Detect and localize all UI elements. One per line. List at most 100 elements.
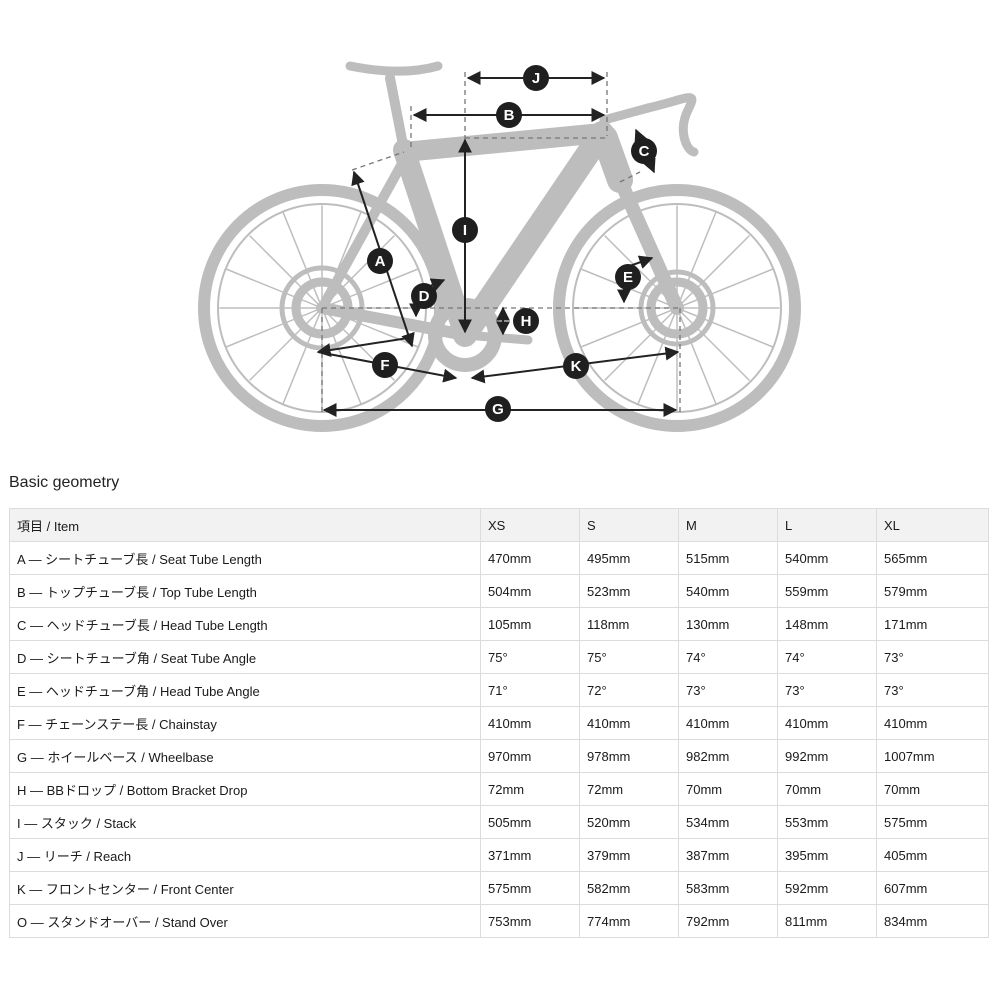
cell-s: 774mm <box>579 904 679 938</box>
bike-geometry-diagram: J B C I A E D H F K G <box>0 0 1000 450</box>
header-item: 項目 / Item <box>9 508 481 542</box>
label-h: H <box>513 308 539 334</box>
cell-l: 540mm <box>777 541 877 575</box>
header-xl: XL <box>876 508 989 542</box>
table-row: E — ヘッドチューブ角 / Head Tube Angle 71° 72° 7… <box>9 673 989 707</box>
table-row: C — ヘッドチューブ長 / Head Tube Length 105mm 11… <box>9 607 989 641</box>
measurement-labels: J B C I A E D H F K G <box>367 65 657 422</box>
cell-s: 72° <box>579 673 679 707</box>
row-label: D — シートチューブ角 / Seat Tube Angle <box>9 640 481 674</box>
label-h-text: H <box>521 313 532 330</box>
table-row: H — BBドロップ / Bottom Bracket Drop 72mm 72… <box>9 772 989 806</box>
label-i-text: I <box>463 222 467 239</box>
handlebar <box>599 93 699 157</box>
section-title: Basic geometry <box>9 474 120 491</box>
label-g-text: G <box>492 401 504 418</box>
label-b-text: B <box>504 107 515 124</box>
cell-m: 982mm <box>678 739 778 773</box>
row-label: K — フロントセンター / Front Center <box>9 871 481 905</box>
cell-s: 978mm <box>579 739 679 773</box>
cell-l: 811mm <box>777 904 877 938</box>
cell-xs: 105mm <box>480 607 580 641</box>
cell-s: 379mm <box>579 838 679 872</box>
row-label: I — スタック / Stack <box>9 805 481 839</box>
row-label: C — ヘッドチューブ長 / Head Tube Length <box>9 607 481 641</box>
cell-m: 534mm <box>678 805 778 839</box>
saddle <box>345 61 443 76</box>
label-b: B <box>496 102 522 128</box>
cell-s: 495mm <box>579 541 679 575</box>
cell-m: 583mm <box>678 871 778 905</box>
cell-xs: 470mm <box>480 541 580 575</box>
label-j: J <box>523 65 549 91</box>
geometry-table: 項目 / Item XS S M L XL A — シートチューブ長 / Sea… <box>9 508 989 938</box>
cell-s: 582mm <box>579 871 679 905</box>
table-row: F — チェーンステー長 / Chainstay 410mm 410mm 410… <box>9 706 989 740</box>
cell-xl: 73° <box>876 673 989 707</box>
label-k: K <box>563 353 589 379</box>
label-a: A <box>367 248 393 274</box>
table-row: O — スタンドオーバー / Stand Over 753mm 774mm 79… <box>9 904 989 938</box>
label-d: D <box>411 283 437 309</box>
cell-m: 792mm <box>678 904 778 938</box>
cell-l: 395mm <box>777 838 877 872</box>
cell-xs: 71° <box>480 673 580 707</box>
cell-s: 75° <box>579 640 679 674</box>
header-m: M <box>678 508 778 542</box>
table-row: J — リーチ / Reach 371mm 379mm 387mm 395mm … <box>9 838 989 872</box>
cell-s: 520mm <box>579 805 679 839</box>
cell-xl: 565mm <box>876 541 989 575</box>
cell-m: 540mm <box>678 574 778 608</box>
cell-m: 74° <box>678 640 778 674</box>
cell-xl: 579mm <box>876 574 989 608</box>
label-f: F <box>372 352 398 378</box>
cell-xl: 73° <box>876 640 989 674</box>
cell-l: 73° <box>777 673 877 707</box>
cell-xl: 607mm <box>876 871 989 905</box>
reference-lines <box>321 72 681 412</box>
cell-xl: 410mm <box>876 706 989 740</box>
label-f-text: F <box>380 357 389 374</box>
cell-xs: 575mm <box>480 871 580 905</box>
cell-xl: 70mm <box>876 772 989 806</box>
table-row: D — シートチューブ角 / Seat Tube Angle 75° 75° 7… <box>9 640 989 674</box>
label-e-text: E <box>623 269 633 286</box>
cell-xl: 575mm <box>876 805 989 839</box>
cell-s: 118mm <box>579 607 679 641</box>
header-xs: XS <box>480 508 580 542</box>
row-label: F — チェーンステー長 / Chainstay <box>9 706 481 740</box>
cell-l: 553mm <box>777 805 877 839</box>
cell-xs: 410mm <box>480 706 580 740</box>
cell-l: 559mm <box>777 574 877 608</box>
cell-xs: 753mm <box>480 904 580 938</box>
cell-xl: 834mm <box>876 904 989 938</box>
row-label: B — トップチューブ長 / Top Tube Length <box>9 574 481 608</box>
cell-xs: 72mm <box>480 772 580 806</box>
table-header-row: 項目 / Item XS S M L XL <box>9 508 989 542</box>
cell-m: 410mm <box>678 706 778 740</box>
table-row: I — スタック / Stack 505mm 520mm 534mm 553mm… <box>9 805 989 839</box>
label-c-text: C <box>639 143 650 160</box>
row-label: E — ヘッドチューブ角 / Head Tube Angle <box>9 673 481 707</box>
cell-l: 74° <box>777 640 877 674</box>
cell-l: 70mm <box>777 772 877 806</box>
cell-l: 592mm <box>777 871 877 905</box>
row-label: J — リーチ / Reach <box>9 838 481 872</box>
cell-xs: 505mm <box>480 805 580 839</box>
cell-m: 515mm <box>678 541 778 575</box>
label-k-text: K <box>571 358 582 375</box>
label-i: I <box>452 217 478 243</box>
cell-m: 387mm <box>678 838 778 872</box>
header-s: S <box>579 508 679 542</box>
row-label: A — シートチューブ長 / Seat Tube Length <box>9 541 481 575</box>
label-g: G <box>485 396 511 422</box>
label-e: E <box>615 264 641 290</box>
cell-xs: 504mm <box>480 574 580 608</box>
cell-m: 73° <box>678 673 778 707</box>
cell-s: 410mm <box>579 706 679 740</box>
label-c: C <box>631 138 657 164</box>
label-j-text: J <box>532 70 540 87</box>
header-l: L <box>777 508 877 542</box>
cell-l: 410mm <box>777 706 877 740</box>
cell-s: 72mm <box>579 772 679 806</box>
